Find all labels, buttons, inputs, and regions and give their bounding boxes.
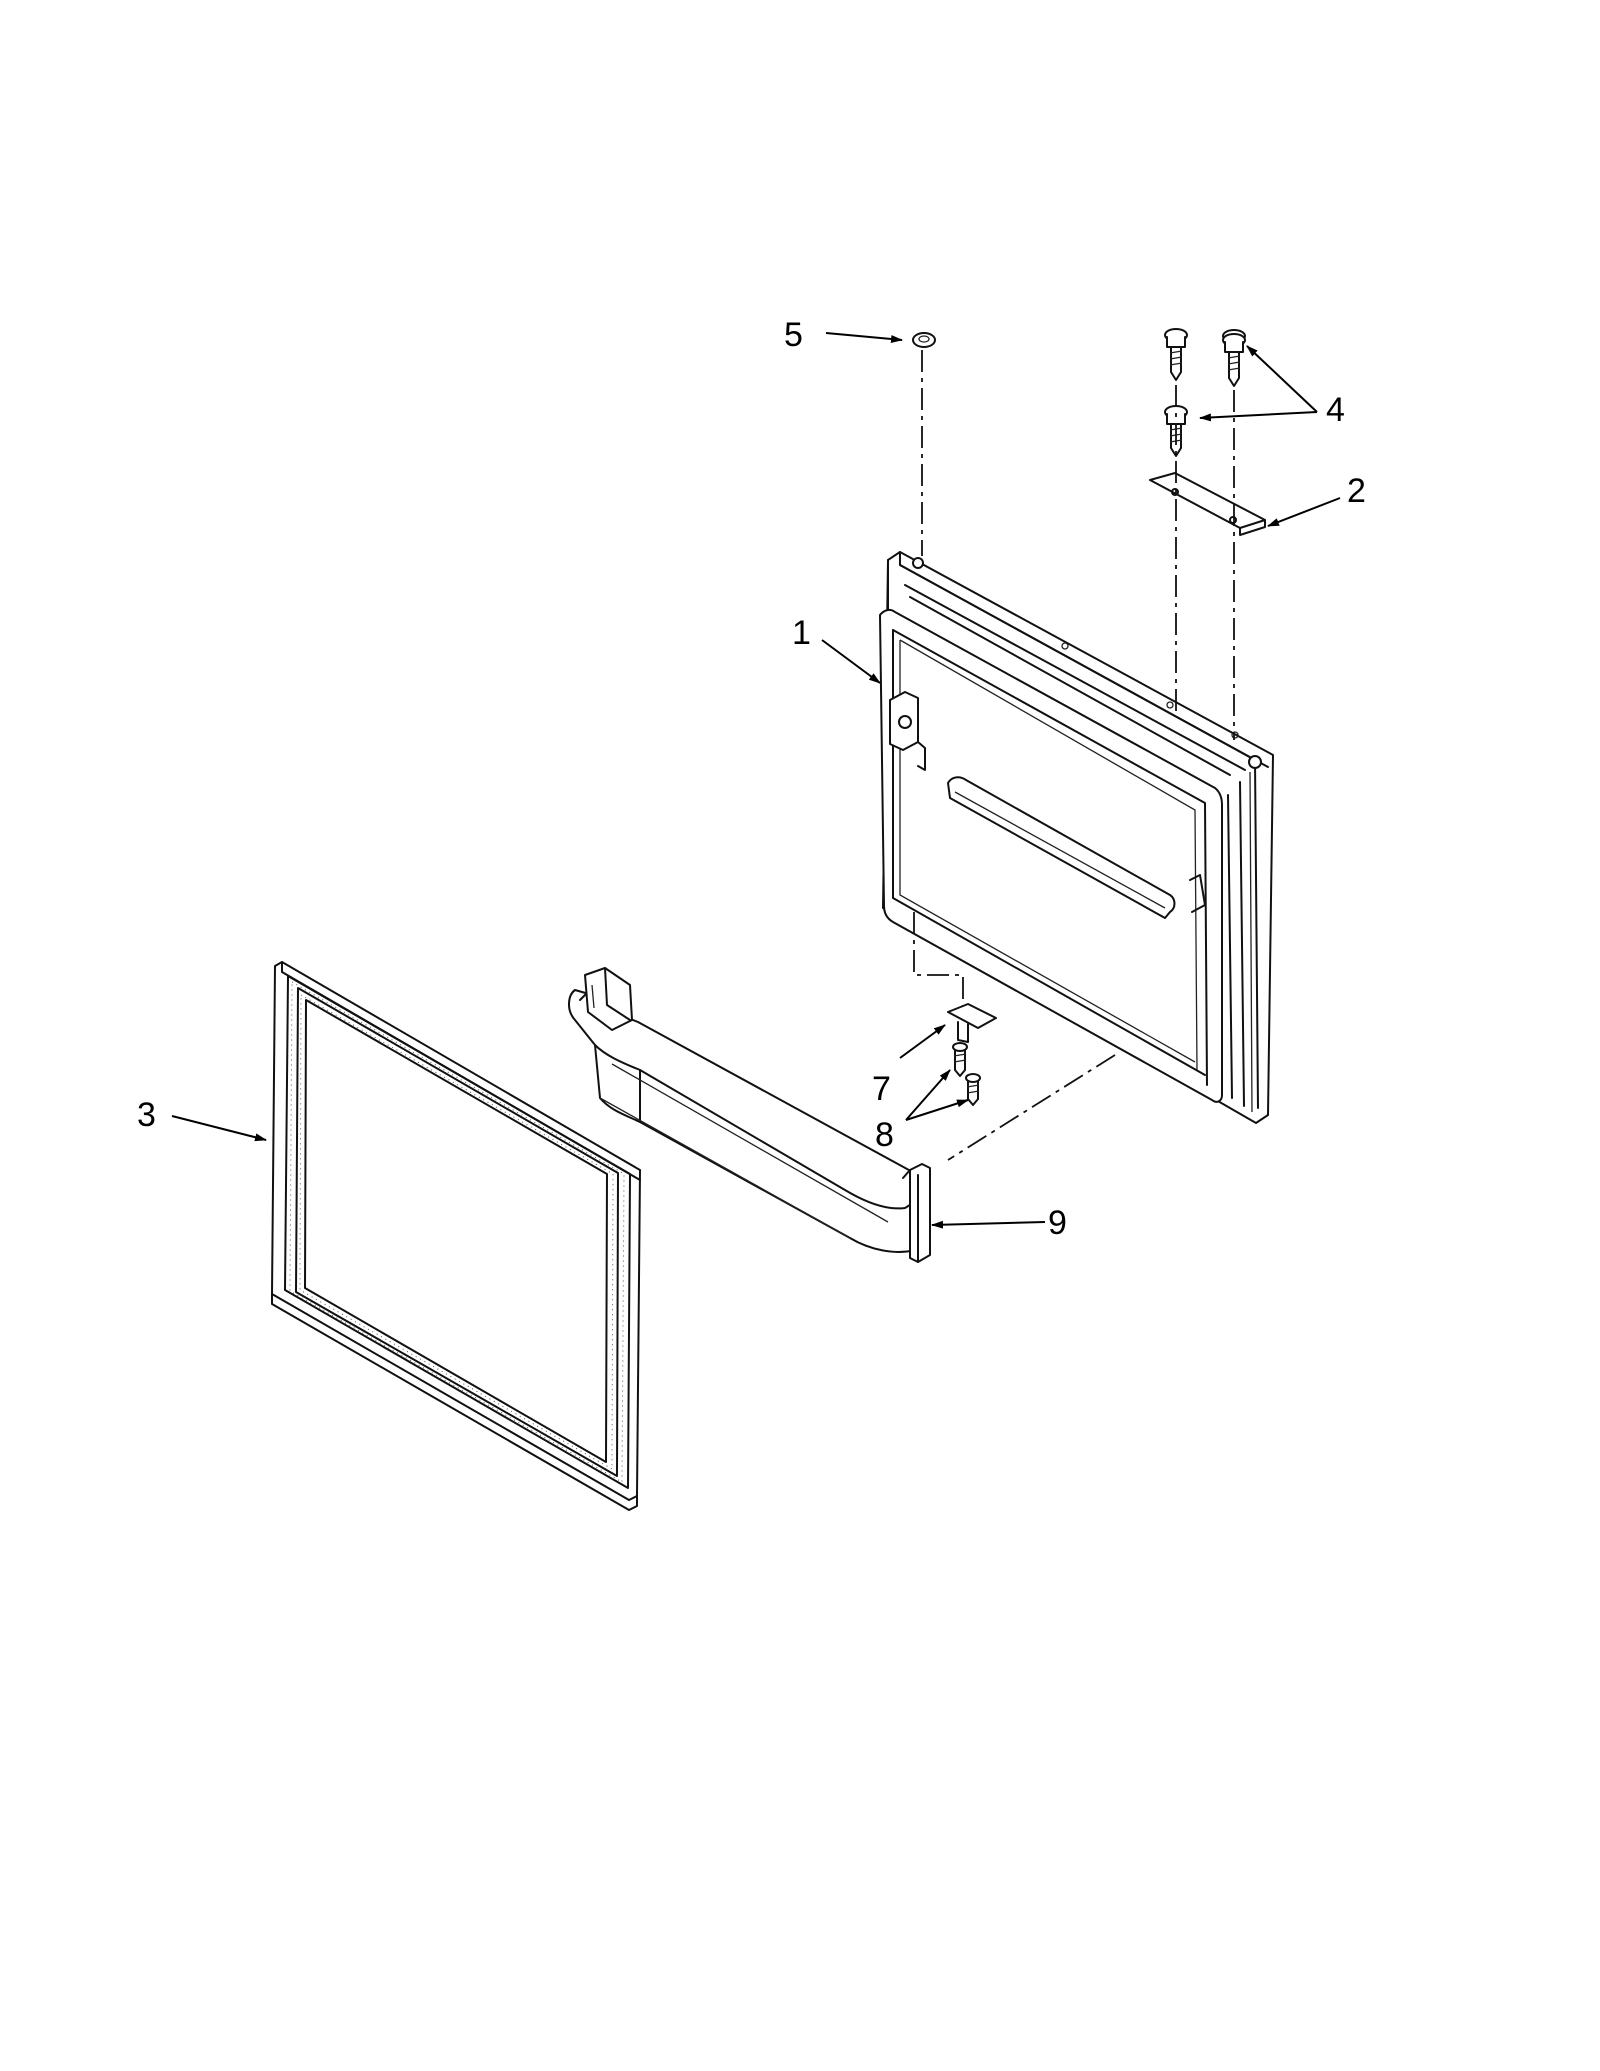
hinge-bushing xyxy=(912,332,936,348)
freezer-door-panel xyxy=(879,551,1274,1124)
leader-lines xyxy=(171,332,1341,1229)
hinge-screw-upper xyxy=(1164,328,1188,381)
hinge-bracket xyxy=(1149,472,1266,536)
bin-bracket xyxy=(947,1003,997,1043)
callout-7: 7 xyxy=(872,1070,891,1108)
callout-9: 9 xyxy=(1048,1204,1067,1242)
door-gasket xyxy=(271,961,641,1511)
callout-5: 5 xyxy=(784,316,803,354)
callout-8: 8 xyxy=(875,1116,894,1154)
hinge-screw-3 xyxy=(1222,333,1246,387)
callout-1: 1 xyxy=(792,614,811,652)
bracket-screw-2 xyxy=(965,1073,981,1106)
callout-2: 2 xyxy=(1347,472,1366,510)
bracket-screw-1 xyxy=(952,1042,968,1077)
door-bin xyxy=(568,967,931,1263)
callout-3: 3 xyxy=(137,1096,156,1134)
assembly-lines xyxy=(913,350,1235,1161)
callout-4: 4 xyxy=(1326,391,1345,429)
